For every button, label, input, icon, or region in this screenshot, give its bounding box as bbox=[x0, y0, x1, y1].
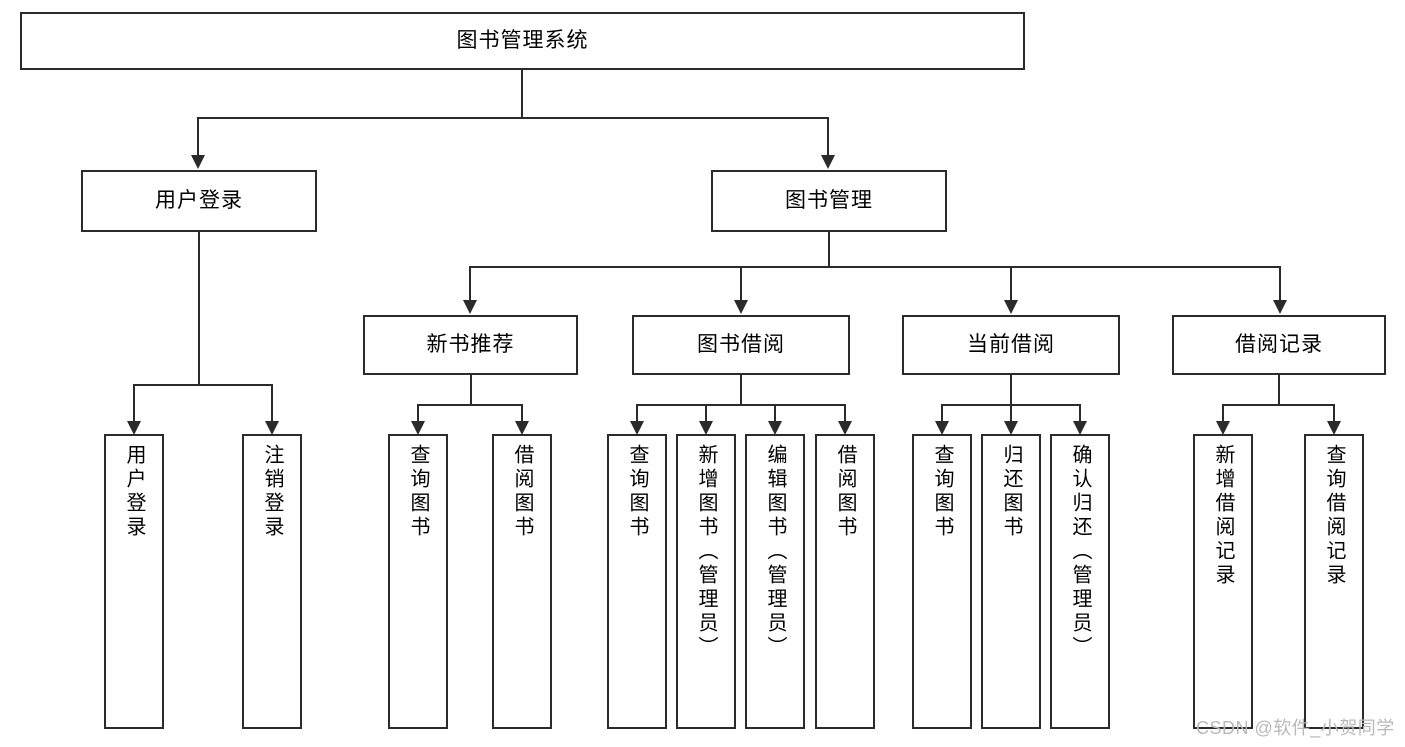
arrowhead-to-current-borrow bbox=[1004, 300, 1018, 314]
node-label: 借阅图书 bbox=[511, 444, 533, 540]
node-label: 编辑图书（管理员） bbox=[764, 444, 786, 660]
node-label: 图书管理 bbox=[785, 188, 873, 212]
connector-root-stem bbox=[521, 70, 523, 117]
connector-to-current-borrow bbox=[1010, 266, 1012, 301]
node-new-book-recommend[interactable]: 新书推荐 bbox=[363, 315, 578, 375]
node-label: 借阅记录 bbox=[1235, 332, 1323, 356]
connector-current-borrow-stem bbox=[1010, 375, 1012, 405]
node-label: 归还图书 bbox=[1000, 444, 1022, 540]
node-label: 图书管理系统 bbox=[456, 28, 589, 52]
connector-new-book-child-1 bbox=[417, 404, 419, 422]
connector-user-login-stem bbox=[198, 232, 200, 385]
leaf-user-login[interactable]: 用户登录 bbox=[104, 434, 164, 729]
node-label: 确认归还（管理员） bbox=[1069, 444, 1091, 660]
leaf-borrow-record-add-record[interactable]: 新增借阅记录 bbox=[1193, 434, 1253, 729]
node-label: 注销登录 bbox=[261, 444, 283, 540]
connector-borrow-record-stem bbox=[1278, 375, 1280, 405]
node-user-login[interactable]: 用户登录 bbox=[81, 170, 317, 232]
connector-user-login-child-1 bbox=[133, 384, 135, 422]
arrowhead-current-borrow-child-1 bbox=[935, 421, 949, 435]
connector-current-borrow-child-1 bbox=[941, 404, 943, 422]
connector-book-borrow-child-1 bbox=[636, 404, 638, 422]
connector-book-borrow-bus bbox=[636, 404, 846, 406]
arrowhead-to-user-login bbox=[191, 155, 205, 169]
arrowhead-to-book-borrow bbox=[734, 300, 748, 314]
arrowhead-book-borrow-child-4 bbox=[838, 421, 852, 435]
connector-to-book-management bbox=[827, 117, 829, 156]
csdn-watermark: CSDN @软件_小贺同学 bbox=[1196, 718, 1395, 738]
node-label: 查询图书 bbox=[931, 444, 953, 540]
leaf-logout[interactable]: 注销登录 bbox=[242, 434, 302, 729]
connector-new-book-stem bbox=[470, 375, 472, 405]
arrowhead-current-borrow-child-2 bbox=[1004, 421, 1018, 435]
arrowhead-current-borrow-child-3 bbox=[1073, 421, 1087, 435]
leaf-book-borrow-borrow-books[interactable]: 借阅图书 bbox=[815, 434, 875, 729]
connector-level2-bus bbox=[469, 266, 1281, 268]
connector-book-borrow-child-3 bbox=[774, 404, 776, 422]
node-label: 新增图书（管理员） bbox=[695, 444, 717, 660]
node-label: 查询图书 bbox=[626, 444, 648, 540]
node-label: 查询借阅记录 bbox=[1323, 444, 1345, 588]
arrowhead-user-login-child-1 bbox=[127, 421, 141, 435]
connector-current-borrow-child-3 bbox=[1079, 404, 1081, 422]
connector-current-borrow-child-2 bbox=[1010, 404, 1012, 422]
leaf-book-borrow-edit-book-admin[interactable]: 编辑图书（管理员） bbox=[745, 434, 805, 729]
leaf-current-borrow-confirm-return-admin[interactable]: 确认归还（管理员） bbox=[1050, 434, 1110, 729]
leaf-book-borrow-add-book-admin[interactable]: 新增图书（管理员） bbox=[676, 434, 736, 729]
arrowhead-new-book-child-2 bbox=[515, 421, 529, 435]
arrowhead-book-borrow-child-1 bbox=[630, 421, 644, 435]
connector-book-borrow-stem bbox=[740, 375, 742, 405]
arrowhead-user-login-child-2 bbox=[265, 421, 279, 435]
connector-user-login-bus bbox=[133, 384, 273, 386]
connector-to-borrow-record bbox=[1279, 266, 1281, 301]
node-current-borrow[interactable]: 当前借阅 bbox=[902, 315, 1120, 375]
leaf-current-borrow-return-books[interactable]: 归还图书 bbox=[981, 434, 1041, 729]
connector-to-book-borrow bbox=[740, 266, 742, 301]
connector-borrow-record-bus bbox=[1222, 404, 1334, 406]
node-label: 新增借阅记录 bbox=[1212, 444, 1234, 588]
arrowhead-book-borrow-child-3 bbox=[768, 421, 782, 435]
connector-new-book-bus bbox=[417, 404, 523, 406]
connector-book-borrow-child-4 bbox=[844, 404, 846, 422]
arrowhead-book-borrow-child-2 bbox=[699, 421, 713, 435]
node-book-management[interactable]: 图书管理 bbox=[711, 170, 947, 232]
node-label: 新书推荐 bbox=[426, 332, 515, 356]
connector-level1-bus bbox=[197, 117, 829, 119]
node-root-book-management-system[interactable]: 图书管理系统 bbox=[20, 12, 1025, 70]
connector-to-new-book bbox=[469, 266, 471, 301]
leaf-new-book-query-books[interactable]: 查询图书 bbox=[388, 434, 448, 729]
node-book-borrow[interactable]: 图书借阅 bbox=[632, 315, 850, 375]
node-label: 图书借阅 bbox=[697, 332, 785, 356]
node-borrow-record[interactable]: 借阅记录 bbox=[1172, 315, 1386, 375]
leaf-new-book-borrow-books[interactable]: 借阅图书 bbox=[492, 434, 552, 729]
leaf-borrow-record-query-record[interactable]: 查询借阅记录 bbox=[1304, 434, 1364, 729]
arrowhead-new-book-child-1 bbox=[411, 421, 425, 435]
arrowhead-to-book-management bbox=[821, 155, 835, 169]
node-label: 用户登录 bbox=[123, 444, 145, 540]
connector-borrow-record-child-2 bbox=[1333, 404, 1335, 422]
arrowhead-borrow-record-child-1 bbox=[1216, 421, 1230, 435]
connector-book-borrow-child-2 bbox=[705, 404, 707, 422]
node-label: 当前借阅 bbox=[967, 332, 1055, 356]
connector-borrow-record-child-1 bbox=[1222, 404, 1224, 422]
leaf-current-borrow-query-books[interactable]: 查询图书 bbox=[912, 434, 972, 729]
node-label: 用户登录 bbox=[155, 188, 243, 212]
arrowhead-borrow-record-child-2 bbox=[1327, 421, 1341, 435]
leaf-book-borrow-query-books[interactable]: 查询图书 bbox=[607, 434, 667, 729]
node-label: 查询图书 bbox=[407, 444, 429, 540]
node-label: 借阅图书 bbox=[834, 444, 856, 540]
arrowhead-to-borrow-record bbox=[1273, 300, 1287, 314]
connector-user-login-child-2 bbox=[271, 384, 273, 422]
connector-book-management-stem bbox=[828, 232, 830, 267]
arrowhead-to-new-book bbox=[463, 300, 477, 314]
connector-new-book-child-2 bbox=[521, 404, 523, 422]
connector-to-user-login bbox=[197, 117, 199, 156]
